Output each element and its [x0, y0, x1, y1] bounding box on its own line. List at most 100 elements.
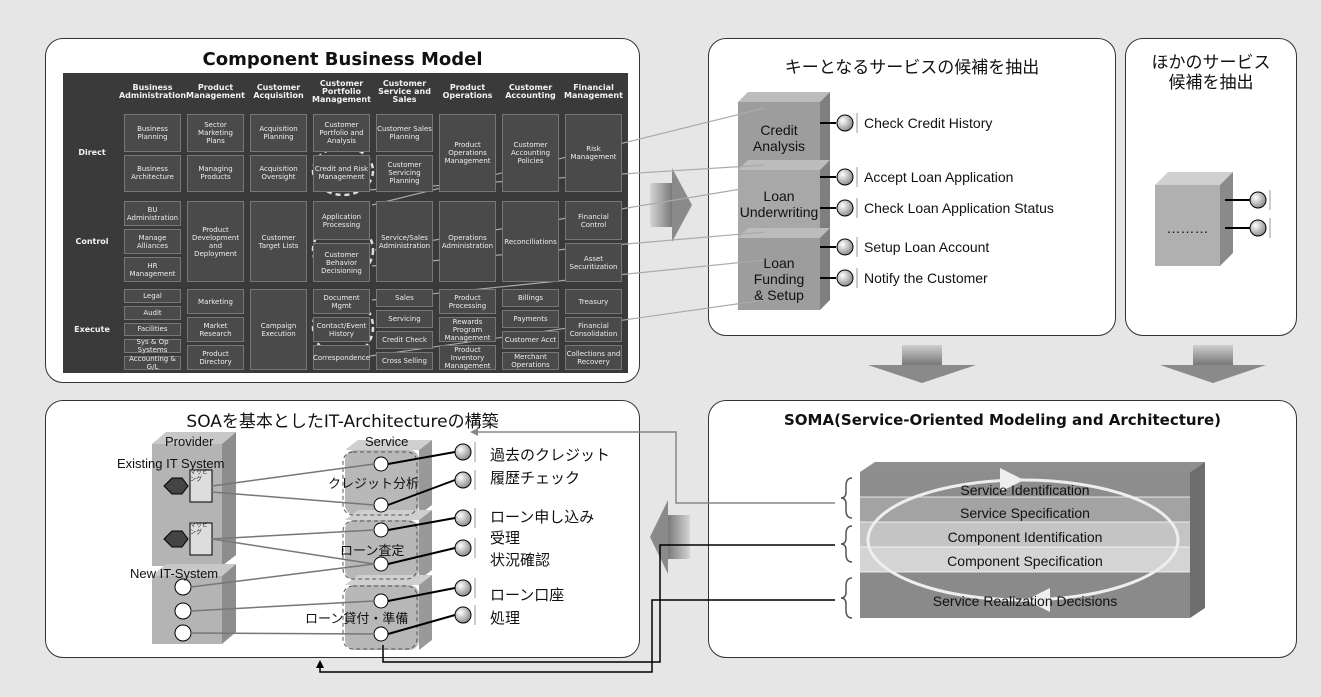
other-services-title: ほかのサービス 候補を抽出 [1151, 53, 1271, 93]
cbm-column-header: Customer Service and Sales [378, 79, 431, 104]
cbm-column-header: Customer Acquisition [253, 83, 304, 100]
cbm-cell: Product Processing [439, 289, 496, 314]
key-services-title: キーとなるサービスの候補を抽出 [784, 58, 1040, 78]
cbm-cell: Operations Administration [439, 201, 496, 282]
cbm-cell: Credit and Risk Management [313, 154, 370, 192]
cbm-column-header: Product Operations [442, 83, 493, 100]
cbm-cell: Customer Acct [502, 331, 559, 349]
cbm-cell: Acquisition Oversight [250, 154, 307, 192]
cbm-cell: Risk Management [565, 114, 622, 192]
cbm-column-header: Product Management [186, 83, 245, 100]
cbm-cell: Contact/Event History [313, 317, 370, 342]
cbm-cell: Customer Behavior Decisioning [313, 243, 370, 282]
arrow-down-left [868, 345, 976, 383]
cbm-cell: Credit Check [376, 331, 433, 349]
cbm-cell: Customer Portfolio and Analysis [313, 114, 370, 152]
service-setup-loan-account: Setup Loan Account [864, 239, 990, 255]
cube-credit-analysis: Credit Analysis [752, 122, 806, 154]
cbm-cell: Collections and Recovery [565, 345, 622, 370]
cbm-cell: Payments [502, 310, 559, 328]
cbm-cell: Business Planning [124, 114, 181, 152]
cbm-cell: Correspondence [313, 345, 370, 370]
cbm-cell: HR Management [124, 257, 181, 282]
cbm-cell: Campaign Execution [250, 289, 307, 370]
cbm-cell: Marketing [187, 289, 244, 314]
cbm-cell: Rewards Program Management [439, 317, 496, 342]
cbm-cell: Business Architecture [124, 154, 181, 192]
mapping-label-2: マッピング [190, 523, 209, 536]
arrow-down-right [1160, 345, 1266, 383]
cbm-cell: Managing Products [187, 154, 244, 192]
soma-layer-service-identification: Service Identification [960, 482, 1090, 498]
cbm-column-header: Financial Management [564, 83, 623, 100]
cbm-row-label: Direct [78, 148, 106, 157]
cbm-column-header: Customer Portfolio Management [312, 79, 371, 104]
cbm-cell: Sys & Op Systems [124, 338, 181, 354]
cbm-cell: Application Processing [313, 201, 370, 240]
new-it-label: New IT-System [130, 566, 219, 581]
cbm-cell: Servicing [376, 310, 433, 328]
cbm-cell: Financial Consolidation [565, 317, 622, 342]
cbm-cell: Audit [124, 305, 181, 320]
cbm-cell: Market Research [187, 317, 244, 342]
cbm-cell: Product Directory [187, 345, 244, 370]
service-check-loan-status: Check Loan Application Status [864, 200, 1054, 216]
mapping-label-1: マッピング [190, 470, 209, 483]
arrow-left-big [650, 500, 690, 574]
cube-loan-funding: Loan Funding & Setup [753, 255, 805, 303]
provider-label: Provider [165, 434, 214, 449]
other-services-panel: ほかのサービス 候補を抽出 [1125, 38, 1297, 336]
service-check-credit-history: Check Credit History [864, 115, 993, 131]
soma-layer-service-specification: Service Specification [960, 505, 1090, 521]
cbm-column-header: Business Administration [118, 83, 187, 100]
cbm-cell: Cross Selling [376, 352, 433, 370]
cbm-cell: Reconciliations [502, 201, 559, 282]
jp-service-1: 過去のクレジット [490, 446, 611, 464]
cbm-cell: Product Development and Deployment [187, 201, 244, 282]
service-notify-customer: Notify the Customer [864, 270, 988, 286]
cbm-title: Component Business Model [202, 49, 483, 70]
cbm-cell: Customer Servicing Planning [376, 154, 433, 192]
soa-title: SOAを基本としたIT-Architectureの構築 [186, 412, 499, 432]
group-loan-funding: ローン貸付・準備 [305, 611, 409, 626]
cbm-cell: Acquisition Planning [250, 114, 307, 152]
jp-service-4: 受理 [490, 529, 521, 547]
cube-loan-underwriting: Loan Underwriting [739, 188, 819, 220]
group-loan-review: ローン査定 [340, 543, 405, 558]
cbm-cell: Billings [502, 289, 559, 307]
cbm-cell: Treasury [565, 289, 622, 314]
soma-layer-component-identification: Component Identification [947, 529, 1103, 545]
cbm-cell: Document Mgmt [313, 289, 370, 314]
cbm-cell: Legal [124, 289, 181, 303]
cbm-cell: Product Inventory Management [439, 345, 496, 370]
cbm-cell: Customer Target Lists [250, 201, 307, 282]
group-credit-analysis: クレジット分析 [328, 476, 420, 491]
jp-service-2: 履歴チェック [490, 469, 581, 487]
arrow-right-big [650, 168, 692, 242]
cbm-row-label: Execute [74, 324, 110, 334]
cbm-cell: Financial Control [565, 201, 622, 240]
cbm-row-label: Control [75, 236, 109, 246]
existing-it-label: Existing IT System [117, 456, 225, 471]
cbm-cell: BU Administration [124, 201, 181, 226]
soma-layer-service-realization: Service Realization Decisions [932, 593, 1118, 609]
cbm-cell: Customer Accounting Policies [502, 114, 559, 192]
cbm-cell: Sector Marketing Plans [187, 114, 244, 152]
cbm-cell: Accounting & G/L [124, 355, 181, 371]
cbm-cell: Product Operations Management [439, 114, 496, 192]
cbm-cell: Manage Alliances [124, 229, 181, 254]
jp-service-6: ローン口座 [490, 586, 565, 604]
soma-title: SOMA(Service-Oriented Modeling and Archi… [783, 411, 1222, 429]
jp-service-3: ローン申し込み [490, 508, 595, 526]
cbm-cell: Asset Securitization [565, 243, 622, 282]
cbm-column-header: Customer Accounting [505, 83, 556, 100]
soma-layer-component-specification: Component Specification [947, 553, 1103, 569]
service-label: Service [365, 434, 409, 449]
cbm-cell: Merchant Operations [502, 352, 559, 370]
cbm-cell: Facilities [124, 322, 181, 337]
other-cube-label: ……… [1166, 220, 1209, 236]
cbm-cell: Service/Sales Administration [376, 201, 433, 282]
jp-service-7: 処理 [490, 609, 521, 627]
jp-service-5: 状況確認 [490, 551, 551, 569]
service-accept-loan-application: Accept Loan Application [864, 169, 1014, 185]
